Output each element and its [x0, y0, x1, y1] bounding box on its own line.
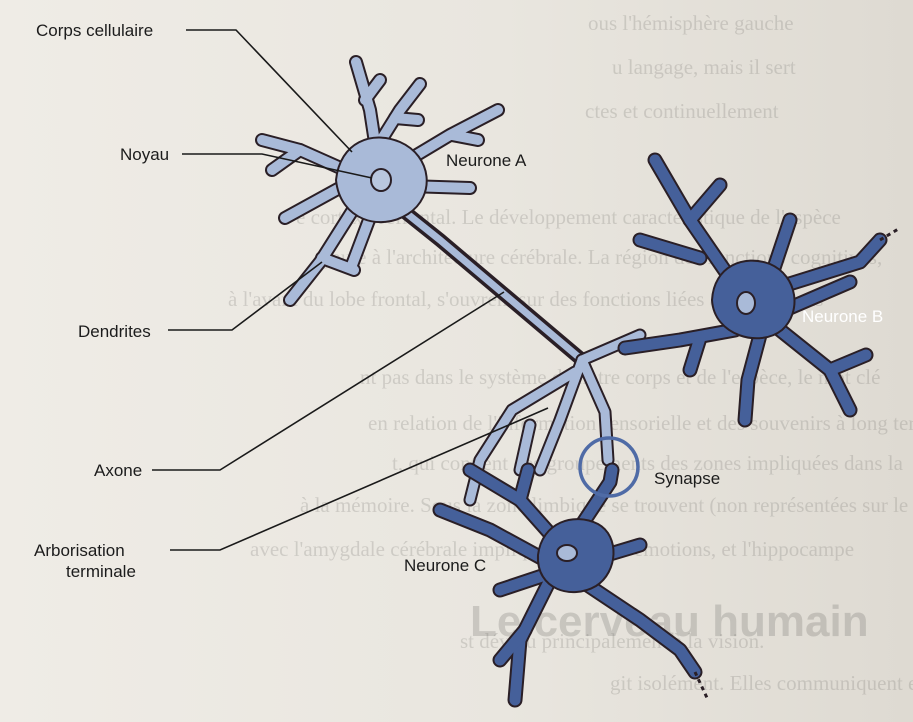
bg-line-1: ous l'hémisphère gauche: [588, 11, 794, 35]
label-axone: Axone: [94, 461, 142, 480]
bg-line-13: git isolément. Elles communiquent entre …: [610, 671, 913, 695]
leader-corps: [186, 30, 352, 152]
bg-line-8: en relation de l'information sensorielle…: [368, 411, 913, 435]
label-terminale: terminale: [66, 562, 136, 581]
noyau-c: [557, 545, 577, 561]
bg-line-3: ctes et continuellement: [585, 99, 779, 123]
bg-line-7: nt pas dans le système de notre corps et…: [360, 365, 880, 389]
bg-line-2: u langage, mais il sert: [612, 55, 796, 79]
label-corps-cellulaire: Corps cellulaire: [36, 21, 153, 40]
label-neurone-a: Neurone A: [446, 151, 527, 170]
noyau-a: [371, 169, 391, 191]
label-neurone-c: Neurone C: [404, 556, 486, 575]
label-dendrites: Dendrites: [78, 322, 151, 341]
label-noyau: Noyau: [120, 145, 169, 164]
label-synapse: Synapse: [654, 469, 720, 488]
noyau-b: [737, 292, 755, 314]
label-neurone-b: Neurone B: [802, 307, 883, 326]
bg-line-5: ojoute à l'architecture cérébrale. La ré…: [314, 245, 882, 269]
label-arborisation: Arborisation: [34, 541, 125, 560]
